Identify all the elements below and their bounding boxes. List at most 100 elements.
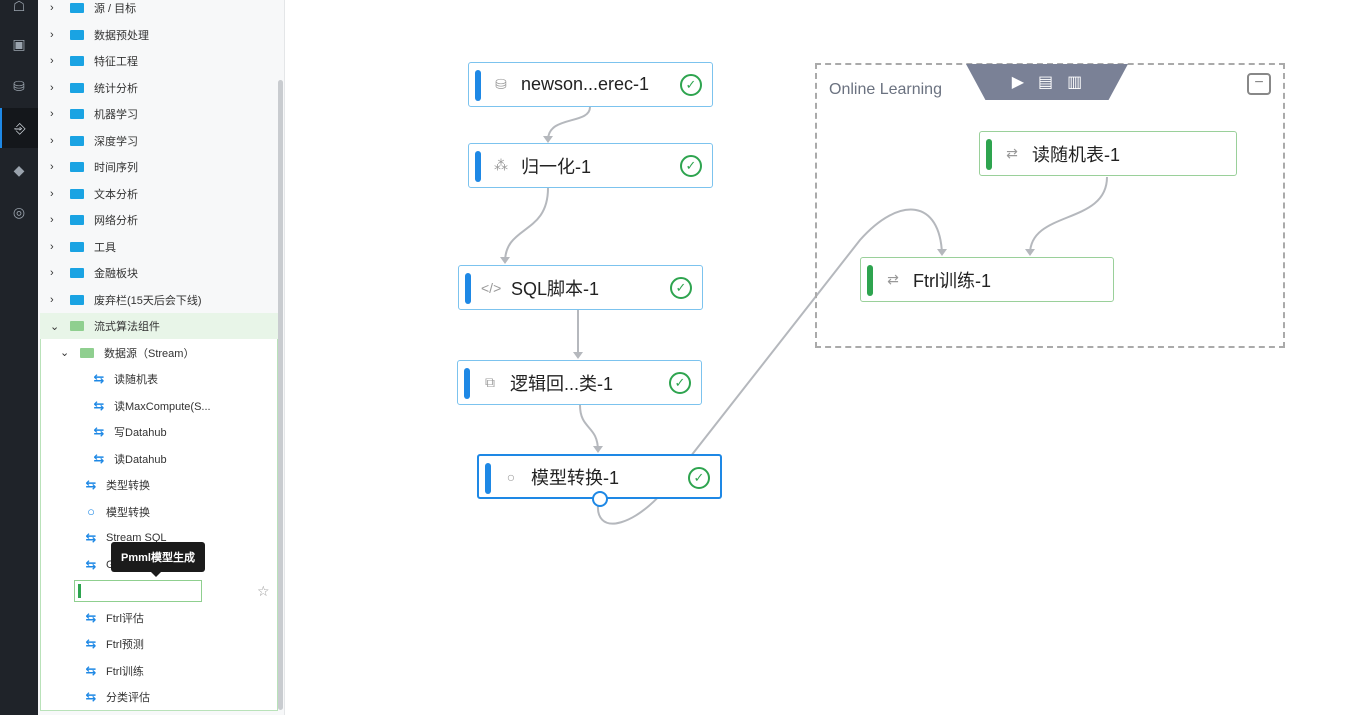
check-icon: ✓ <box>688 467 710 489</box>
stream-component-icon: ⇆ <box>85 636 97 651</box>
category-label: 金融板块 <box>94 268 138 280</box>
output-port[interactable] <box>592 491 608 507</box>
stream-icon: ⇄ <box>1006 145 1018 161</box>
category-item[interactable]: ›废弃栏(15天后会下线) <box>38 287 278 313</box>
check-icon: ✓ <box>670 277 692 299</box>
component-label: 写Datahub <box>114 427 167 439</box>
category-item[interactable]: ›工具 <box>38 234 278 260</box>
category-item[interactable]: ›深度学习 <box>38 128 278 154</box>
node-label: newson...erec-1 <box>521 74 650 94</box>
edge <box>596 208 943 525</box>
folder-open-icon <box>70 321 84 331</box>
category-item[interactable]: ›网络分析 <box>38 207 278 233</box>
component-item[interactable]: ⇆ Ftrl预测 <box>38 631 278 657</box>
node-logistic[interactable]: ⧉逻辑回...类-1✓ <box>457 360 702 405</box>
stream-icon: ⇄ <box>887 271 899 287</box>
star-icon[interactable]: ☆ <box>257 583 270 599</box>
chart-icon[interactable]: ▥ <box>1067 74 1083 91</box>
category-label: 统计分析 <box>94 82 138 95</box>
stream-component-icon: ⇆ <box>85 530 97 545</box>
component-item[interactable]: ⇆读MaxCompute(S... <box>38 393 278 419</box>
stream-component-icon: ⇆ <box>93 371 105 386</box>
database-icon[interactable]: ⛁ <box>13 78 25 94</box>
node-read-random[interactable]: ⇄读随机表-1 <box>979 131 1237 176</box>
folder-icon <box>70 135 84 146</box>
folder-icon <box>70 268 84 278</box>
check-icon: ✓ <box>669 372 691 394</box>
category-item[interactable]: ›特征工程 <box>38 48 278 74</box>
collapse-group-button[interactable]: − <box>1247 73 1271 95</box>
folder-icon <box>70 56 84 66</box>
robot-icon[interactable]: ☖ <box>12 0 26 14</box>
category-item[interactable]: ›数据预处理 <box>38 22 278 48</box>
folder-icon <box>70 188 84 199</box>
code-icon: </> <box>481 279 502 296</box>
component-item[interactable]: ⇆Ftrl评估 <box>38 605 278 631</box>
circle-icon: ○ <box>87 504 95 519</box>
folder-icon <box>70 29 84 40</box>
settings-icon[interactable]: ◎ <box>12 204 26 220</box>
folder-icon <box>70 109 84 119</box>
folder-icon <box>70 215 84 225</box>
stream-category[interactable]: ⌄流式算法组件 <box>38 313 278 339</box>
node-ftrl-train[interactable]: ⇄ Ftrl训练-1 <box>860 257 1114 302</box>
chevron-right-icon: › <box>50 2 54 14</box>
category-item[interactable]: ›金融板块 <box>38 260 278 286</box>
node-source[interactable]: ⛁ newson...erec-1 ✓ <box>468 62 713 107</box>
category-label: 数据源（Stream） <box>104 347 195 360</box>
component-label: Ftrl预测 <box>106 639 144 651</box>
component-item[interactable]: ⇆读Datahub <box>38 446 278 472</box>
component-item[interactable]: ⇆分类评估 <box>38 684 278 710</box>
node-label: SQL脚本-1 <box>511 278 600 299</box>
component-label: 模型转换 <box>106 506 150 519</box>
node-sql[interactable]: </> SQL脚本-1 ✓ <box>458 265 703 310</box>
category-label: 时间序列 <box>94 162 138 174</box>
experiment-icon[interactable]: ▣ <box>12 36 26 52</box>
chevron-right-icon: › <box>50 187 54 200</box>
category-item[interactable]: › 时间序列 <box>38 154 278 180</box>
component-item[interactable]: ○ 模型转换 <box>38 499 278 525</box>
category-label: 文本分析 <box>94 188 138 201</box>
node-model-convert[interactable]: ○模型转换-1✓ <box>477 454 722 507</box>
group-toolbar: ▶ ▤ ▥ <box>966 64 1128 100</box>
component-item[interactable]: ⇆G <box>38 552 278 578</box>
category-label: 特征工程 <box>94 56 138 68</box>
scrollbar[interactable] <box>278 80 283 710</box>
datasource-category[interactable]: ⌄数据源（Stream） <box>38 340 278 366</box>
chevron-right-icon: › <box>50 134 54 147</box>
component-item[interactable]: ⇆写Datahub <box>38 419 278 445</box>
dragging-component[interactable] <box>74 580 202 602</box>
node-normalize[interactable]: ⁂归一化-1✓ <box>468 143 713 188</box>
node-label: 逻辑回...类-1 <box>510 373 614 394</box>
node-label: Ftrl训练-1 <box>913 270 991 291</box>
check-icon: ✓ <box>680 74 702 96</box>
chevron-right-icon: › <box>50 161 54 173</box>
stream-component-icon: ⇆ <box>93 397 105 413</box>
stream-component-icon: ⇆ <box>85 477 97 492</box>
online-learning-group[interactable] <box>815 63 1285 348</box>
category-label: 机器学习 <box>94 109 138 121</box>
database-icon: ⛁ <box>495 76 507 92</box>
component-item[interactable]: ⇆Ftrl训练 <box>38 658 278 684</box>
category-item[interactable]: ›源 / 目标 <box>38 0 278 21</box>
check-icon: ✓ <box>680 155 702 177</box>
component-item[interactable]: ⇆ 读随机表 <box>38 366 278 392</box>
chevron-right-icon: › <box>50 81 54 94</box>
component-label: G <box>106 559 115 571</box>
folder-open-icon <box>80 347 94 358</box>
folder-icon <box>70 162 84 172</box>
category-item[interactable]: ›机器学习 <box>38 101 278 127</box>
component-item[interactable]: ⇆Stream SQL <box>38 525 278 551</box>
chevron-right-icon: › <box>50 293 54 306</box>
category-item[interactable]: › 文本分析 <box>38 181 278 207</box>
components-icon[interactable]: ⎆ <box>0 108 38 148</box>
category-item[interactable]: › 统计分析 <box>38 75 278 101</box>
diamond-icon[interactable]: ◆ <box>13 162 25 178</box>
run-icon[interactable]: ▶ <box>1011 74 1025 91</box>
component-label: 读随机表 <box>114 374 158 386</box>
component-item[interactable]: ⇆类型转换 <box>38 472 278 498</box>
log-icon[interactable]: ▤ <box>1038 74 1054 91</box>
circle-icon: ○ <box>506 468 516 485</box>
chevron-right-icon: › <box>50 240 54 253</box>
